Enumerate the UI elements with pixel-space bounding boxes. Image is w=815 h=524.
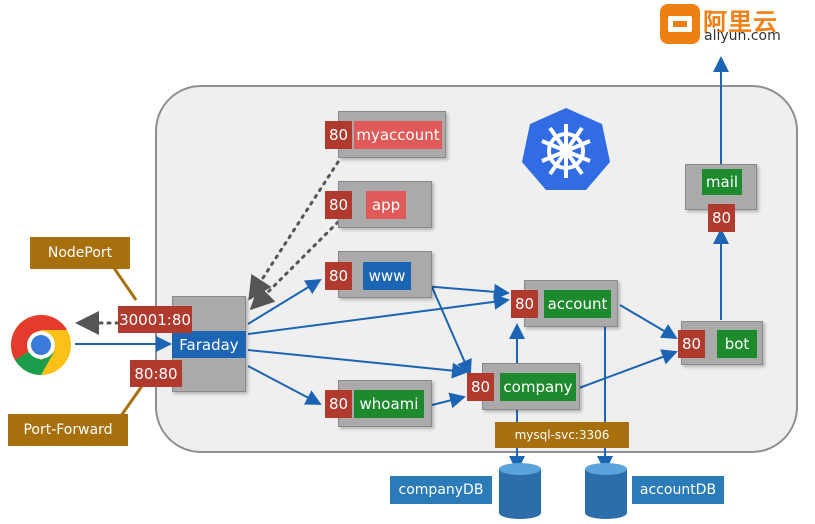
www-label: www (363, 262, 411, 290)
nodeport-callout: NodePort (30, 237, 130, 269)
app-port: 80 (325, 191, 352, 219)
www-port: 80 (325, 262, 352, 290)
myaccount-port: 80 (325, 121, 352, 149)
aliyun-logo-text: 阿里云 (703, 8, 778, 36)
aliyun-logo-url: aliyun.com (704, 28, 781, 44)
company-port: 80 (467, 373, 494, 401)
company-db-icon (498, 462, 542, 520)
bot-label: bot (717, 330, 757, 358)
myaccount-label: myaccount (354, 121, 442, 149)
mail-port: 80 (708, 204, 735, 232)
whoami-port: 80 (325, 390, 352, 418)
port-forward-callout: Port-Forward (8, 414, 128, 446)
kubernetes-logo-icon (520, 104, 612, 194)
account-port: 80 (511, 290, 538, 318)
faraday-forward-mapping: 80:80 (130, 360, 182, 387)
whoami-label: whoami (354, 390, 424, 418)
account-label: account (544, 290, 611, 318)
account-db-label: accountDB (632, 476, 724, 504)
mysql-svc-label: mysql-svc:3306 (495, 422, 629, 448)
chrome-browser-icon[interactable] (10, 314, 72, 376)
mail-label: mail (702, 169, 742, 195)
aliyun-logo-icon (660, 4, 700, 44)
company-db-label: companyDB (390, 476, 492, 504)
faraday-nodeport-mapping: 30001:80 (118, 306, 192, 333)
faraday-label: Faraday (172, 331, 246, 358)
company-label: company (500, 373, 576, 401)
account-db-icon (584, 462, 628, 520)
bot-port: 80 (678, 330, 705, 358)
app-label: app (366, 191, 406, 219)
